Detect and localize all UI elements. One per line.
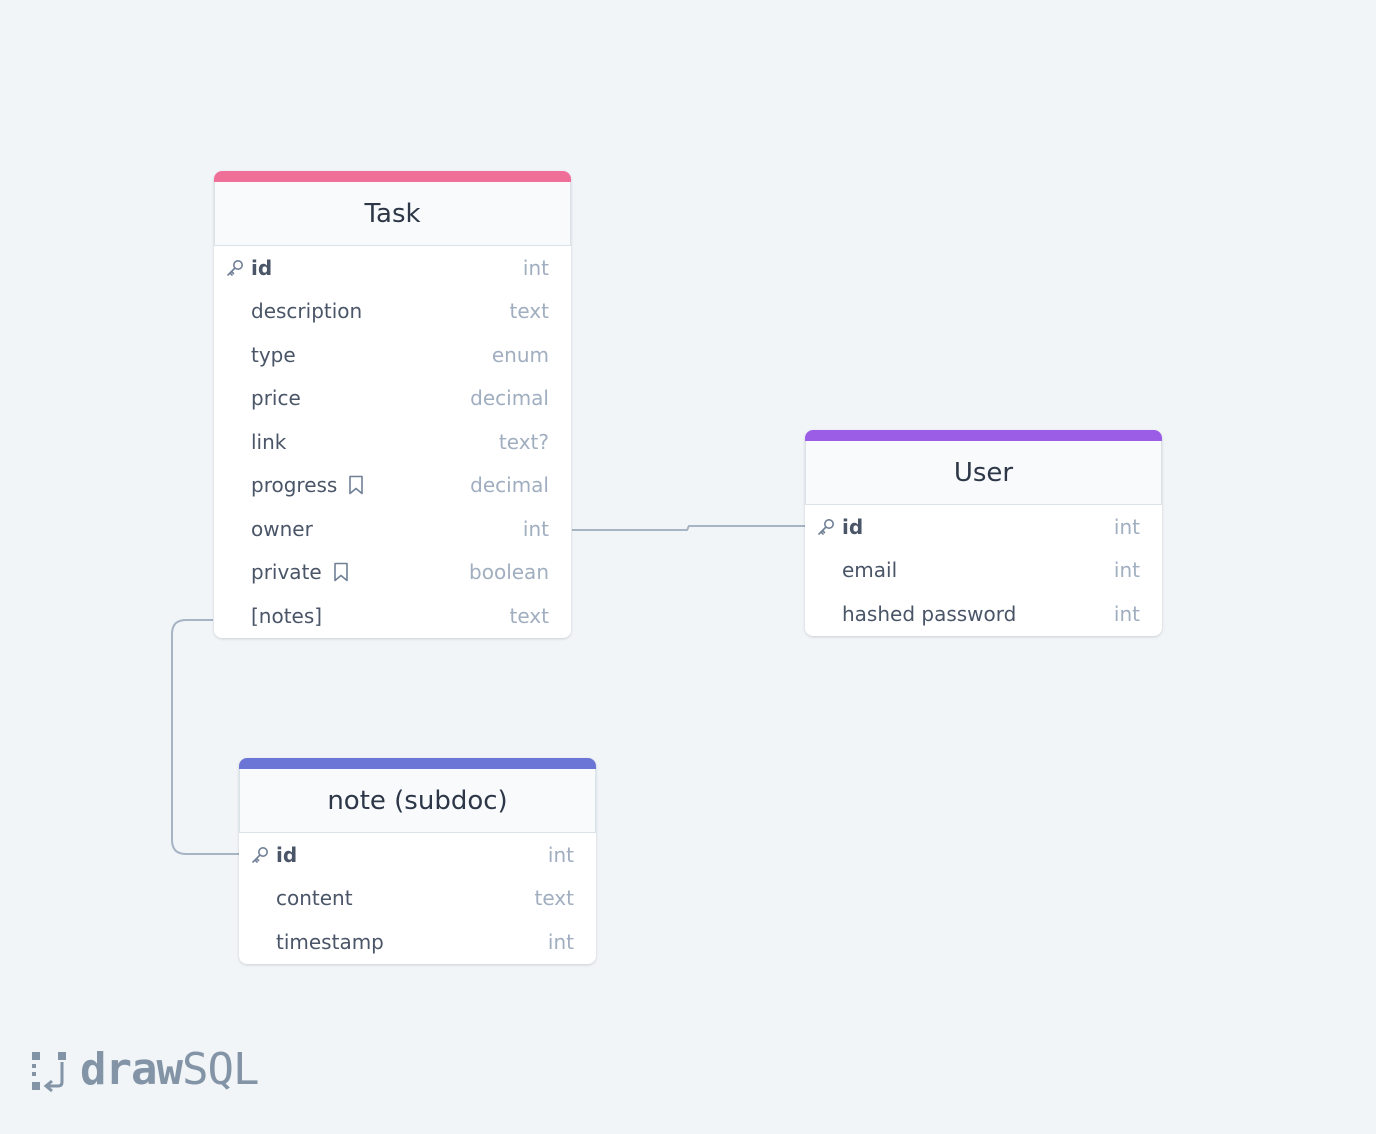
column-name-wrap: timestamp (276, 930, 548, 954)
drawsql-logo: draw SQL (30, 1044, 259, 1095)
column-name-wrap: progress (251, 473, 470, 497)
column-name-wrap: description (251, 299, 510, 323)
column-name-wrap: link (251, 430, 499, 454)
column-row-content[interactable]: content text (239, 877, 596, 921)
relation-line-task-notes-note-id (171, 619, 240, 855)
column-name-wrap: [notes] (251, 604, 510, 628)
table-title[interactable]: User (805, 441, 1162, 505)
logo-word-draw: draw (80, 1044, 183, 1095)
table-title[interactable]: Task (214, 182, 571, 246)
column-row-owner[interactable]: owner int (214, 507, 571, 551)
column-name: [notes] (251, 603, 323, 628)
column-name: price (251, 386, 301, 411)
column-name: private (251, 560, 322, 585)
column-type: decimal (470, 386, 549, 411)
table-note-subdoc[interactable]: note (subdoc) id int content text timestamp in… (239, 758, 596, 964)
table-title[interactable]: note (subdoc) (239, 769, 596, 833)
column-name: id (842, 514, 864, 539)
table-user[interactable]: User id int email int hashed password int (805, 430, 1162, 636)
column-row-private[interactable]: private boolean (214, 551, 571, 595)
column-name-wrap: id (251, 256, 523, 280)
column-name: id (276, 842, 298, 867)
column-type: enum (491, 342, 549, 367)
column-row-id[interactable]: id int (214, 246, 571, 290)
column-name: email (842, 558, 898, 583)
column-row-id[interactable]: id int (239, 833, 596, 877)
column-row-email[interactable]: email int (805, 549, 1162, 593)
column-name: type (251, 342, 296, 367)
column-name-wrap: email (842, 558, 1114, 582)
column-row-type[interactable]: type enum (214, 333, 571, 377)
drawsql-logo-icon (32, 1051, 66, 1092)
bookmark-icon[interactable] (347, 475, 365, 495)
key-icon (250, 845, 270, 865)
column-row-notes[interactable]: [notes] text (214, 594, 571, 638)
column-type: decimal (470, 473, 549, 498)
column-type: int (1113, 601, 1140, 626)
column-name-wrap: private (251, 560, 469, 584)
column-row-timestamp[interactable]: timestamp int (239, 920, 596, 964)
column-type: text? (498, 429, 549, 454)
column-type: boolean (469, 560, 549, 585)
column-name: description (251, 299, 363, 324)
column-name-wrap: hashed password (842, 602, 1114, 626)
key-icon (816, 517, 836, 537)
table-accent-bar (805, 430, 1162, 441)
column-row-progress[interactable]: progress decimal (214, 464, 571, 508)
column-type: text (509, 603, 549, 628)
column-type: int (547, 929, 574, 954)
column-type: int (1113, 514, 1140, 539)
column-row-link[interactable]: link text? (214, 420, 571, 464)
column-name: id (251, 255, 273, 280)
column-name-wrap: id (276, 843, 548, 867)
column-name: progress (251, 473, 338, 498)
column-type: int (522, 255, 549, 280)
logo-word-sql: SQL (181, 1044, 259, 1095)
column-name: hashed password (842, 601, 1017, 626)
column-name: owner (251, 516, 313, 541)
column-name-wrap: id (842, 515, 1114, 539)
column-name-wrap: price (251, 386, 470, 410)
column-type: int (547, 842, 574, 867)
table-task[interactable]: Task id int description text type enum price dec… (214, 171, 571, 638)
table-accent-bar (239, 758, 596, 769)
column-name-wrap: owner (251, 517, 523, 541)
key-icon (225, 258, 245, 278)
column-name-wrap: type (251, 343, 492, 367)
column-row-description[interactable]: description text (214, 290, 571, 334)
relation-line-task-owner-user-id (572, 525, 805, 531)
column-row-price[interactable]: price decimal (214, 377, 571, 421)
table-accent-bar (214, 171, 571, 182)
column-name: content (276, 886, 353, 911)
column-row-id[interactable]: id int (805, 505, 1162, 549)
column-name: link (251, 429, 287, 454)
column-type: text (534, 886, 574, 911)
column-type: int (522, 516, 549, 541)
column-name-wrap: content (276, 886, 535, 910)
column-row-hashed-password[interactable]: hashed password int (805, 592, 1162, 636)
column-name: timestamp (276, 929, 384, 954)
bookmark-icon[interactable] (332, 562, 350, 582)
column-type: int (1113, 558, 1140, 583)
column-type: text (509, 299, 549, 324)
